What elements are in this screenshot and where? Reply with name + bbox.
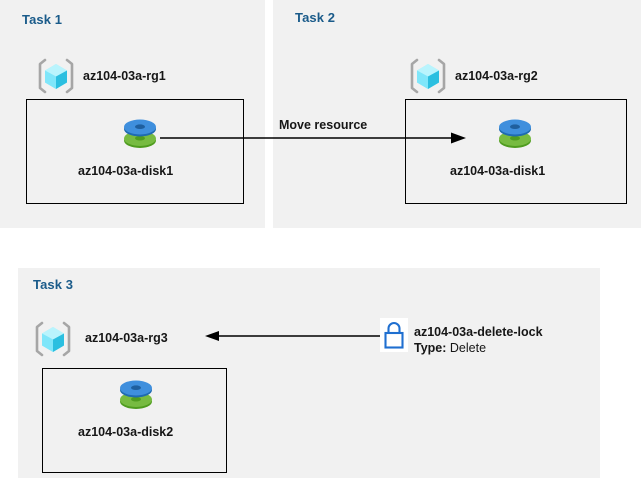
managed-disk-icon	[118, 114, 162, 156]
disk-label-task-3: az104-03a-disk2	[78, 425, 174, 439]
lock-name-label: az104-03a-delete-lock	[414, 325, 543, 339]
disk-label-task-2: az104-03a-disk1	[450, 164, 546, 178]
move-resource-arrow	[160, 128, 466, 148]
resource-group-icon	[33, 320, 73, 358]
resource-group-label-rg3: az104-03a-rg3	[85, 331, 168, 345]
managed-disk-icon	[114, 375, 158, 417]
task-2-title: Task 2	[295, 10, 336, 25]
resource-group-icon	[36, 57, 76, 95]
resource-group-label-rg1: az104-03a-rg1	[83, 69, 166, 83]
disk-label-task-1: az104-03a-disk1	[78, 164, 174, 178]
move-resource-label: Move resource	[279, 118, 368, 132]
resource-group-icon	[408, 57, 448, 95]
lock-arrow	[205, 328, 380, 344]
resource-group-label-rg2: az104-03a-rg2	[455, 69, 538, 83]
resource-box-task-2	[405, 99, 627, 204]
managed-disk-icon	[493, 114, 537, 156]
task-3-title: Task 3	[33, 277, 74, 292]
lock-type-key: Type:	[414, 341, 447, 355]
lock-type-value: Delete	[449, 341, 487, 355]
lock-icon	[380, 318, 408, 352]
task-1-title: Task 1	[22, 12, 63, 27]
resource-box-task-1	[26, 99, 244, 204]
lock-type-row: Type: Delete	[414, 341, 486, 355]
